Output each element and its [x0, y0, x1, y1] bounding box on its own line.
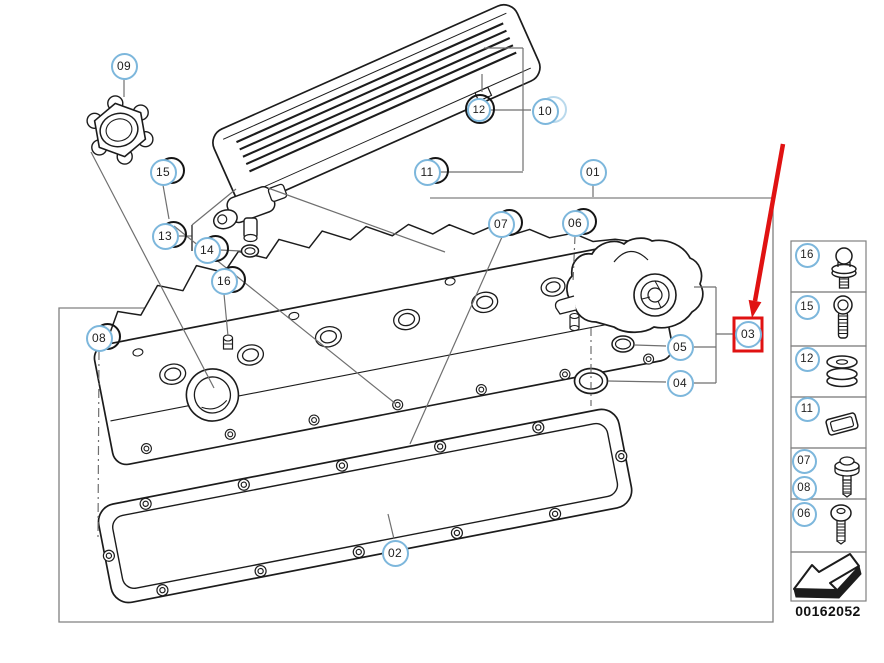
- callout-12[interactable]: 12: [465, 94, 495, 124]
- callout-08[interactable]: 08: [85, 322, 121, 352]
- engine-cover-art: [212, 3, 541, 207]
- callout-label: 06: [561, 209, 589, 237]
- ball-stud-icon: [831, 247, 857, 289]
- callout-label: 11: [794, 396, 820, 422]
- callout-shadow: [465, 94, 495, 124]
- callout-16[interactable]: 16: [210, 265, 246, 295]
- leader-lines: [90, 47, 734, 540]
- cap-screw-icon: [833, 295, 853, 339]
- callout-03-highlighted[interactable]: 03: [734, 320, 762, 348]
- legend-callout-11[interactable]: 11: [794, 396, 820, 422]
- oil-cap-art: [86, 95, 154, 165]
- callout-label: 12: [467, 98, 491, 122]
- gasket-art: [97, 408, 633, 604]
- diagram-number: 00162052: [795, 603, 861, 619]
- legend-grid: [790, 240, 867, 602]
- callout-label: 05: [666, 333, 694, 361]
- sensor-art: [212, 183, 288, 350]
- callout-label: 07: [791, 448, 817, 474]
- washer-screw-icon: [834, 456, 860, 498]
- pan-head-screw-icon: [830, 504, 852, 545]
- group-frame: [58, 197, 774, 623]
- cover-clip-icon: [825, 412, 859, 436]
- callout-06[interactable]: 06: [561, 207, 597, 237]
- callout-label: 03: [734, 320, 762, 348]
- callout-15[interactable]: 15: [149, 156, 185, 186]
- legend-callout-08[interactable]: 08: [791, 475, 817, 501]
- callout-label: 10: [531, 97, 559, 125]
- callout-label: 09: [110, 52, 138, 80]
- legend-callout-15[interactable]: 15: [794, 294, 820, 320]
- callout-09[interactable]: 09: [110, 52, 138, 80]
- callout-14[interactable]: 14: [193, 234, 229, 264]
- legend-callout-06[interactable]: 06: [791, 501, 817, 527]
- callout-label: 08: [85, 324, 113, 352]
- callout-label: 12: [794, 346, 820, 372]
- legend-callout-12[interactable]: 12: [794, 346, 820, 372]
- callout-label: 16: [210, 267, 238, 295]
- callout-label: 13: [151, 222, 179, 250]
- callout-10[interactable]: 10: [531, 95, 567, 125]
- callout-label: 02: [381, 539, 409, 567]
- callout-01[interactable]: 01: [579, 158, 607, 186]
- callout-05[interactable]: 05: [666, 333, 694, 361]
- callout-13[interactable]: 13: [151, 220, 187, 250]
- callout-04[interactable]: 04: [666, 369, 694, 397]
- exploded-view-arrow-icon: [793, 553, 862, 599]
- callout-11[interactable]: 11: [413, 156, 449, 186]
- callout-label: 15: [149, 158, 177, 186]
- rubber-grommet-icon: [826, 355, 858, 388]
- callout-label: 07: [487, 210, 515, 238]
- callout-label: 08: [791, 475, 817, 501]
- callout-07[interactable]: 07: [487, 208, 523, 238]
- callout-02[interactable]: 02: [381, 539, 409, 567]
- callout-label: 06: [791, 501, 817, 527]
- callout-label: 01: [579, 158, 607, 186]
- callout-label: 11: [413, 158, 441, 186]
- legend-callout-16[interactable]: 16: [794, 242, 820, 268]
- callout-label: 14: [193, 236, 221, 264]
- red-pointer-arrow: [748, 143, 786, 318]
- legend-callout-07[interactable]: 07: [791, 448, 817, 474]
- highlight-box: [732, 316, 764, 353]
- callout-label: 16: [794, 242, 820, 268]
- callout-label: 04: [666, 369, 694, 397]
- callout-label: 15: [794, 294, 820, 320]
- valve-cover-art: [93, 223, 674, 466]
- vent-valve-art: [554, 237, 704, 395]
